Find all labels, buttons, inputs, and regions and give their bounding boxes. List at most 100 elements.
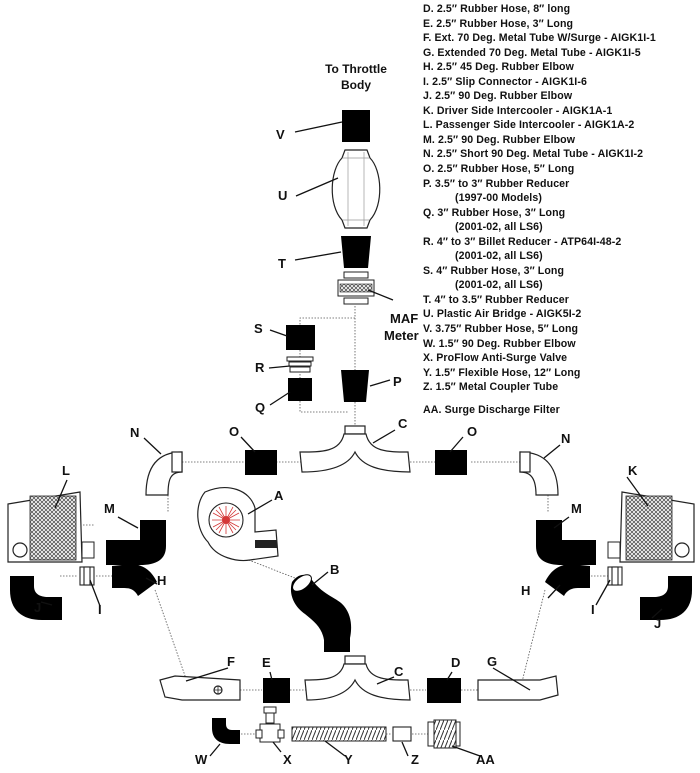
part-h-elbow-right — [545, 564, 590, 596]
part-z-coupler — [392, 726, 412, 742]
legend-item: W. 1.5″ 90 Deg. Rubber Elbow — [423, 337, 576, 350]
part-o-hose-right — [435, 450, 467, 475]
part-n-tube-left — [145, 451, 183, 496]
callout-u: U — [278, 188, 287, 203]
legend-item: H. 2.5″ 45 Deg. Rubber Elbow — [423, 61, 574, 74]
callout-e: E — [262, 655, 271, 670]
legend-note: (2001-02, all LS6) — [455, 250, 543, 263]
callout-w: W — [195, 752, 208, 767]
legend-item: K. Driver Side Intercooler - AIGK1A-1 — [423, 104, 613, 117]
legend-item: D. 2.5″ Rubber Hose, 8″ long — [423, 3, 571, 15]
legend-item: L. Passenger Side Intercooler - AIGK1A-2 — [423, 119, 635, 132]
part-i-slip-connector-left — [79, 566, 95, 586]
callout-m-right: M — [571, 501, 582, 516]
legend-note: (2001-02, all LS6) — [455, 221, 543, 234]
part-h-elbow-left — [112, 564, 157, 596]
part-aa-filter — [427, 719, 461, 749]
legend-item: Z. 1.5″ Metal Coupler Tube — [423, 381, 559, 394]
callout-p: P — [393, 374, 402, 389]
part-b-elbow — [290, 574, 352, 652]
part-g-tube — [477, 675, 559, 701]
callout-h-right: H — [521, 583, 530, 598]
part-j-elbow-left — [10, 576, 62, 620]
maf-meter — [337, 271, 375, 305]
callout-l: L — [62, 463, 70, 478]
maf-meter-label-line2: Meter — [384, 328, 419, 343]
part-l-intercooler — [7, 491, 95, 563]
part-m-elbow-right — [536, 520, 596, 565]
callout-q: Q — [255, 400, 265, 415]
ls6-reducer-stack — [286, 325, 315, 401]
legend-item: J. 2.5″ 90 Deg. Rubber Elbow — [423, 90, 573, 103]
legend-item: AA. Surge Discharge Filter — [423, 403, 560, 416]
callout-s: S — [254, 321, 263, 336]
legend-item: G. Extended 70 Deg. Metal Tube - AIGK1I-… — [423, 46, 641, 59]
part-w-elbow — [212, 718, 240, 744]
legend-item: M. 2.5″ 90 Deg. Rubber Elbow — [423, 133, 576, 146]
part-n-tube-right — [519, 451, 559, 496]
part-s-hose — [286, 325, 315, 350]
callout-j-left: J — [34, 600, 41, 615]
part-k-intercooler — [607, 491, 695, 563]
part-u-air-bridge — [331, 149, 381, 229]
legend-item: S. 4″ Rubber Hose, 3″ Long — [423, 264, 565, 277]
legend-item: N. 2.5″ Short 90 Deg. Metal Tube - AIGK1… — [423, 148, 644, 161]
throttle-body-path — [331, 110, 381, 305]
part-i-slip-connector-right — [607, 566, 623, 586]
part-m-elbow-left — [106, 520, 166, 565]
callout-i-left: I — [98, 602, 102, 617]
callout-n-right: N — [561, 431, 570, 446]
legend-item: F. Ext. 70 Deg. Metal Tube W/Surge - AIG… — [423, 32, 656, 45]
legend-item: P. 3.5″ to 3″ Rubber Reducer — [423, 177, 570, 190]
callout-t: T — [278, 256, 286, 271]
legend-item: R. 4″ to 3″ Billet Reducer - ATP64I-48-2 — [423, 235, 622, 248]
legend-item: T. 4″ to 3.5″ Rubber Reducer — [423, 293, 569, 306]
part-t-reducer — [341, 236, 371, 268]
throttle-body-label-line1: To Throttle — [325, 62, 387, 76]
callout-k: K — [628, 463, 638, 478]
callout-a: A — [274, 488, 284, 503]
callout-c-lower: C — [394, 664, 404, 679]
callout-d: D — [451, 655, 460, 670]
legend-item: X. ProFlow Anti-Surge Valve — [423, 352, 568, 365]
legend-item: I. 2.5″ Slip Connector - AIGK1I-6 — [423, 75, 587, 88]
part-c-upper-y-pipe — [299, 425, 411, 473]
legend-item: Q. 3″ Rubber Hose, 3″ Long — [423, 206, 566, 219]
callout-n-left: N — [130, 425, 139, 440]
part-x-anti-surge-valve — [255, 706, 285, 743]
callout-aa: AA — [476, 752, 495, 767]
part-q-hose — [288, 378, 312, 401]
callout-j-right: J — [654, 616, 661, 631]
part-d-hose — [427, 678, 461, 703]
callout-r: R — [255, 360, 265, 375]
legend-note: (1997-00 Models) — [455, 192, 542, 205]
callout-f: F — [227, 654, 235, 669]
legend-item: U. Plastic Air Bridge - AIGK5I-2 — [423, 308, 582, 321]
part-j-elbow-right — [640, 576, 692, 620]
part-a-turbocharger — [197, 487, 279, 562]
part-f-tube — [159, 675, 241, 701]
callout-x: X — [283, 752, 292, 767]
callout-o-right: O — [467, 424, 477, 439]
legend-item: E. 2.5″ Rubber Hose, 3″ Long — [423, 17, 574, 30]
callout-m-left: M — [104, 501, 115, 516]
leader-lines — [40, 121, 663, 757]
callout-g: G — [487, 654, 497, 669]
part-v-hose — [342, 110, 370, 142]
callout-v: V — [276, 127, 285, 142]
callout-b: B — [330, 562, 339, 577]
callout-y: Y — [344, 752, 353, 767]
part-o-hose-left — [245, 450, 277, 475]
maf-meter-label-line1: MAF — [390, 311, 418, 326]
part-y-flexible-hose — [291, 726, 387, 742]
legend-item: O. 2.5″ Rubber Hose, 5″ Long — [423, 163, 575, 176]
callout-c-upper: C — [398, 416, 408, 431]
legend-item: Y. 1.5″ Flexible Hose, 12″ Long — [423, 366, 581, 379]
part-e-hose — [263, 678, 290, 703]
part-r-billet-reducer — [286, 356, 314, 373]
throttle-body-label-line2: Body — [341, 78, 371, 92]
legend-note: (2001-02, all LS6) — [455, 279, 543, 292]
callout-i-right: I — [591, 602, 595, 617]
callout-o-left: O — [229, 424, 239, 439]
